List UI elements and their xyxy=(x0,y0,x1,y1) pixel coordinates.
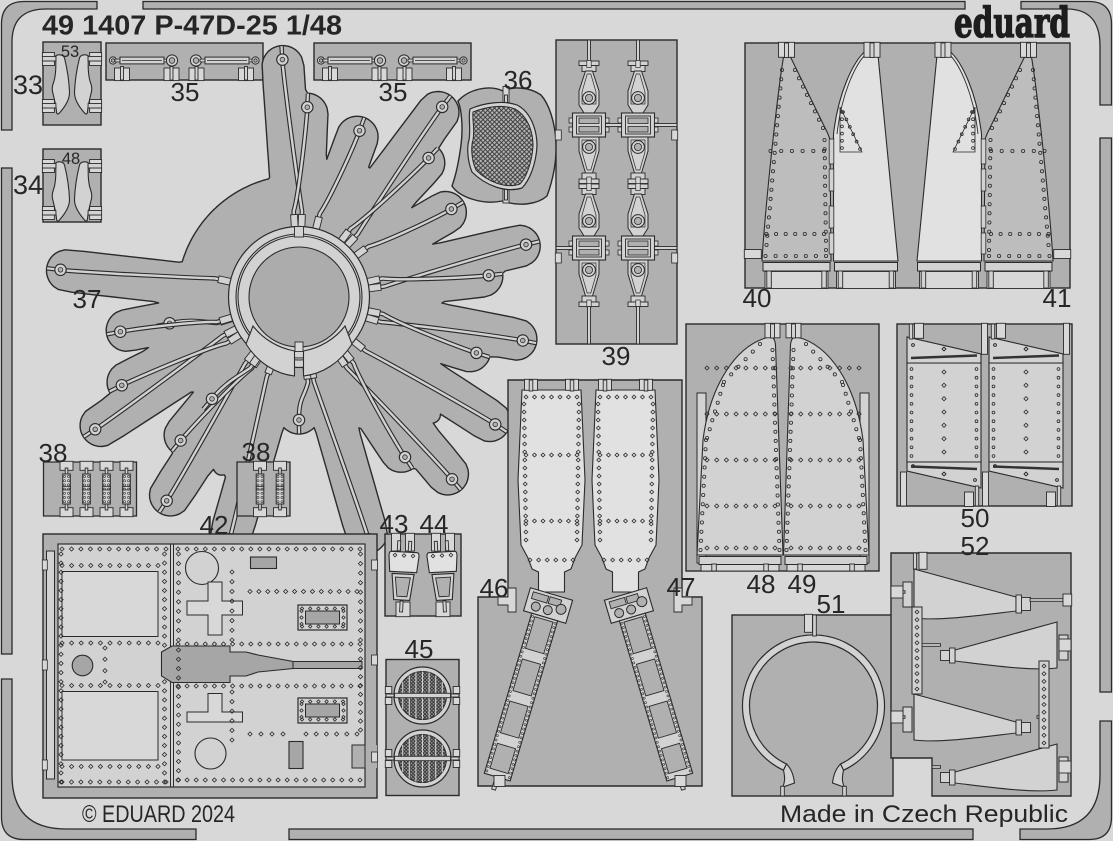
part-label-40: 40 xyxy=(743,283,772,313)
part-label-48: 48 xyxy=(747,569,776,599)
part-number-labels: 33 53 34 48 35 35 36 37 38 38 39 40 41 4… xyxy=(13,43,1071,664)
part-52-plate xyxy=(890,551,1073,797)
part-35-plate-a xyxy=(105,42,264,82)
part-38-plate-a xyxy=(42,460,138,518)
part-34-plate xyxy=(41,148,103,223)
part-label-35b: 35 xyxy=(379,77,408,107)
part-40-41-plate xyxy=(743,41,1072,289)
part-label-51: 51 xyxy=(817,589,846,619)
part-label-33: 33 xyxy=(13,70,43,100)
part-37-harness xyxy=(45,44,541,555)
part-label-36: 36 xyxy=(504,65,533,95)
part-36-plate xyxy=(451,86,557,205)
brand-logo: eduard xyxy=(954,0,1070,47)
part-label-39: 39 xyxy=(602,341,631,371)
part-label-52: 52 xyxy=(961,531,990,561)
part-label-37: 37 xyxy=(73,284,102,314)
part-43-44-plate xyxy=(384,532,462,618)
part-46-47-plate xyxy=(477,378,703,791)
part-38-plate-b xyxy=(236,460,291,518)
part-48-49-plate xyxy=(685,322,880,572)
part-label-35a: 35 xyxy=(171,77,200,107)
part-label-48s: 48 xyxy=(62,150,80,168)
made-in-text: Made in Czech Republic xyxy=(780,801,1068,828)
belt-47 xyxy=(603,587,694,791)
part-label-50: 50 xyxy=(961,503,990,533)
part-39-plate xyxy=(554,39,679,345)
part-label-34: 34 xyxy=(13,170,43,200)
part-label-49: 49 xyxy=(788,569,817,599)
belt-46 xyxy=(483,587,574,791)
copyright-text: © EDUARD 2024 xyxy=(82,801,235,828)
part-label-47: 47 xyxy=(667,572,696,602)
part-label-41: 41 xyxy=(1043,283,1072,313)
part-label-45: 45 xyxy=(405,634,434,664)
part-label-44: 44 xyxy=(420,509,449,539)
part-label-53: 53 xyxy=(61,43,79,61)
part-50-plate xyxy=(896,322,1073,507)
part-label-43: 43 xyxy=(380,509,409,539)
part-label-46: 46 xyxy=(480,573,509,603)
part-label-42: 42 xyxy=(200,510,229,540)
part-42-plate xyxy=(41,533,378,799)
part-51-plate xyxy=(731,613,894,797)
part-33-plate xyxy=(41,41,103,126)
part-label-38b: 38 xyxy=(242,437,271,467)
part-35-plate-b xyxy=(313,42,472,82)
part-label-38a: 38 xyxy=(39,438,68,468)
part-45-plate xyxy=(384,658,461,797)
sheet-title: 49 1407 P-47D-25 1/48 xyxy=(42,10,342,41)
